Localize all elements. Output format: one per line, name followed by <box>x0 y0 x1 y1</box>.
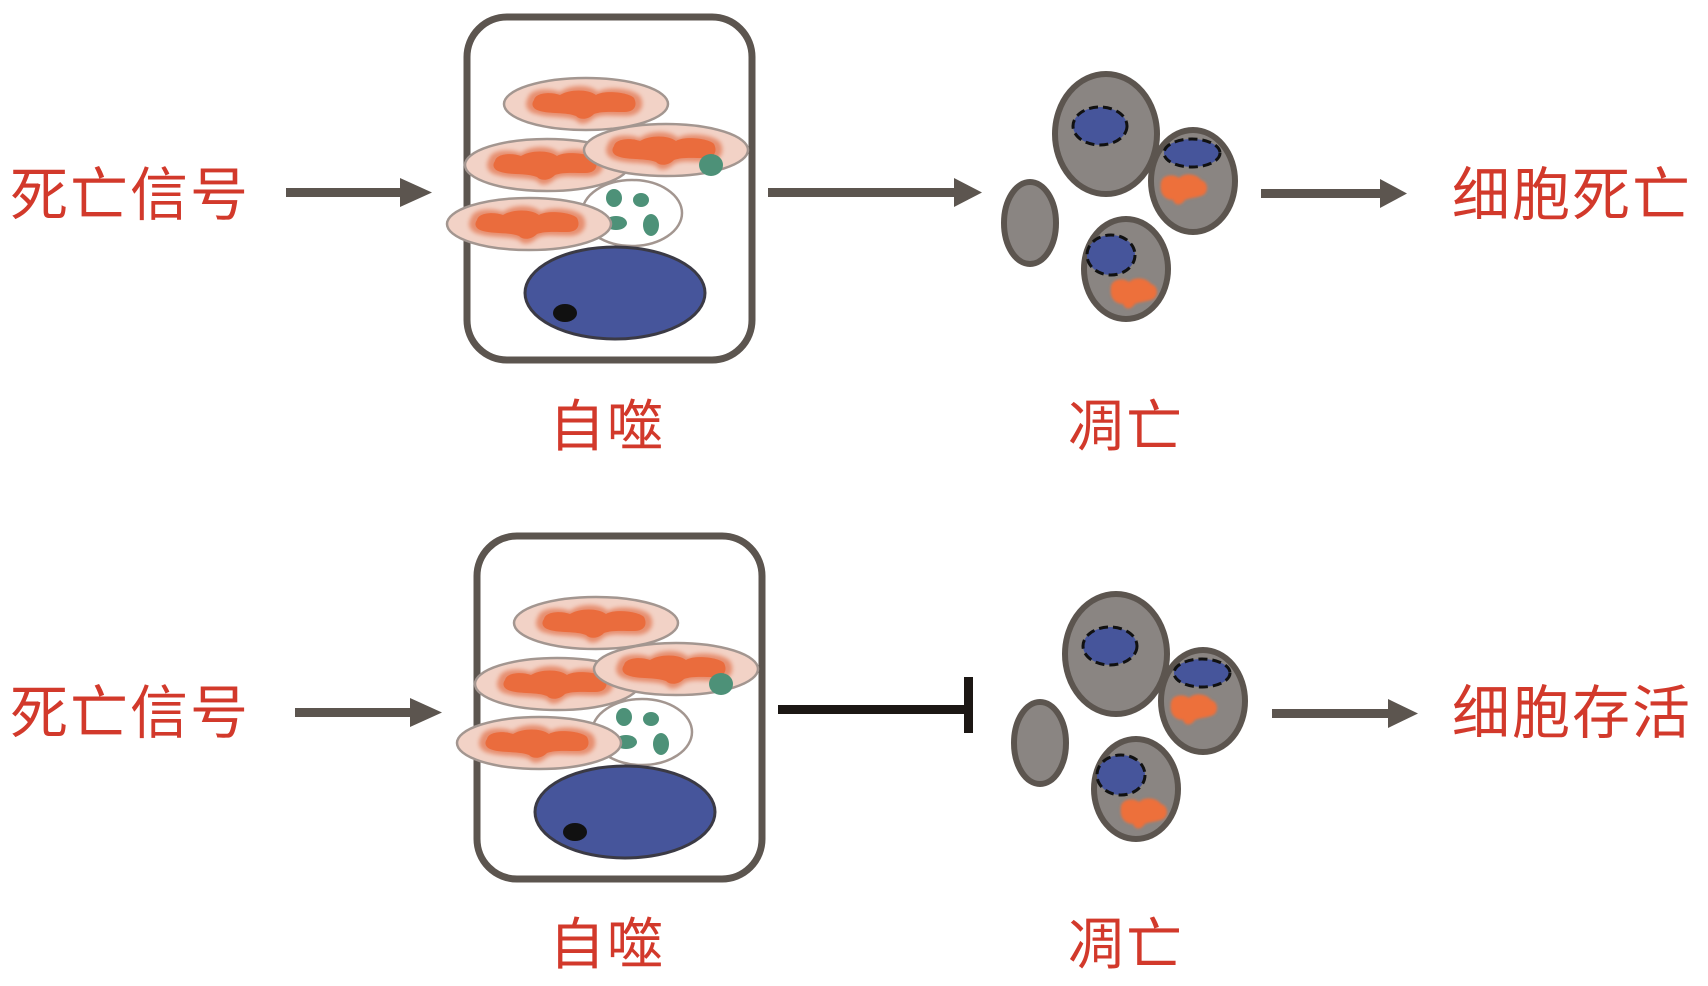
arrow-apoptosis-to-outcome <box>1272 699 1418 728</box>
apoptosis-label-bottom: 凋亡 <box>1068 913 1184 978</box>
outcome-label-top: 细胞死亡 <box>1452 161 1693 229</box>
autophagy-label-top: 自噬 <box>549 395 665 460</box>
apoptotic-cells <box>1004 74 1235 319</box>
row-top <box>286 17 1407 360</box>
arrow-apoptosis-to-outcome <box>1261 179 1407 208</box>
autophagy-label-bottom: 自噬 <box>549 913 665 978</box>
autophagy-cell <box>447 17 752 360</box>
apoptosis-label-top: 凋亡 <box>1068 395 1184 460</box>
autophagy-cell <box>457 536 762 879</box>
inhibition-autophagy-to-apoptosis <box>778 677 973 733</box>
input-label-bottom: 死亡信号 <box>10 679 251 747</box>
arrow-autophagy-to-apoptosis <box>768 178 982 207</box>
arrow-signal-to-autophagy <box>286 178 432 207</box>
arrow-signal-to-autophagy <box>295 698 442 727</box>
row-bottom <box>295 536 1418 879</box>
apoptotic-cells <box>1014 594 1245 839</box>
input-label-top: 死亡信号 <box>10 161 251 229</box>
outcome-label-bottom: 细胞存活 <box>1452 679 1693 747</box>
